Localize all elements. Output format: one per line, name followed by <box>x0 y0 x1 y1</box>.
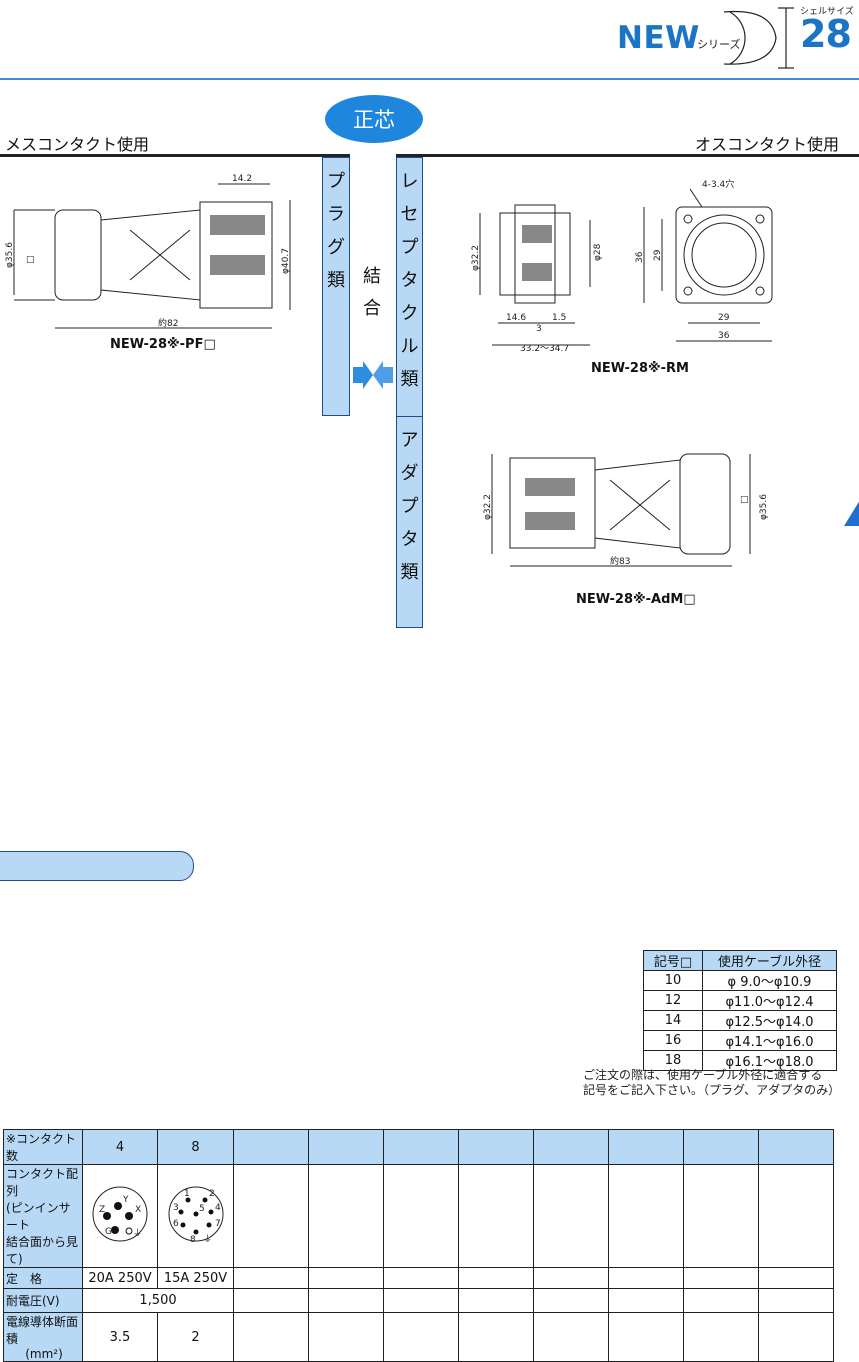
svg-text:G: G <box>105 1227 112 1237</box>
svg-text:14.2: 14.2 <box>232 174 252 184</box>
adapter-column: アダ プタ 類 <box>396 416 423 628</box>
series-title: NEW <box>617 20 700 56</box>
center-badge: 正芯 <box>325 95 423 143</box>
svg-text:⏚: ⏚ <box>133 1228 142 1239</box>
svg-text:7: 7 <box>215 1219 221 1229</box>
svg-text:□: □ <box>740 495 749 505</box>
svg-text:29: 29 <box>653 249 663 261</box>
contact-layout-4-icon: Y Z X G ⏚ <box>92 1186 148 1242</box>
spec-table: ※コンタクト数 4 8 コンタクト配列 (ピンインサート 結合面から見て) Y … <box>3 1129 834 1362</box>
svg-text:⏚: ⏚ <box>203 1234 212 1245</box>
svg-text:φ32.2: φ32.2 <box>483 494 493 520</box>
header-rule <box>0 78 859 80</box>
svg-text:φ28: φ28 <box>593 243 603 261</box>
svg-text:φ40.7: φ40.7 <box>281 248 291 274</box>
contact-layout-label: コンタクト配列 (ピンインサート 結合面から見て) <box>3 1164 83 1268</box>
section-heading-pill <box>0 851 194 881</box>
svg-text:Z: Z <box>99 1205 105 1215</box>
contact-count-label: ※コンタクト数 <box>3 1129 83 1165</box>
shell-size-number: 28 <box>800 12 852 56</box>
svg-text:約83: 約83 <box>610 555 630 567</box>
svg-text:6: 6 <box>173 1219 179 1229</box>
cable-header-code: 記号□ <box>643 950 703 971</box>
divider-right <box>396 154 859 157</box>
contact-layout-8-icon: 1 2 3 4 5 6 7 8 ⏚ <box>168 1186 223 1245</box>
svg-text:4: 4 <box>215 1203 221 1213</box>
svg-text:約82: 約82 <box>158 317 178 329</box>
svg-text:36: 36 <box>718 331 730 341</box>
order-note: ご注文の際は、使用ケーブル外径に適合する 記号をご記入下さい。（プラグ、アダプタ… <box>583 1068 841 1097</box>
adapter-drawing: φ32.2 □ φ35.6 約83 <box>483 453 769 567</box>
shell-size-label: シェルサイズ <box>800 7 854 17</box>
svg-text:14.6: 14.6 <box>506 313 526 323</box>
voltage-label: 耐電圧(V) <box>3 1288 83 1313</box>
svg-text:4-3.4穴: 4-3.4穴 <box>702 178 734 190</box>
caption-male-contact: オスコンタクト使用 <box>694 135 839 154</box>
cable-header-diameter: 使用ケーブル外径 <box>702 950 837 971</box>
svg-text:1.5: 1.5 <box>552 313 566 323</box>
svg-text:5: 5 <box>199 1204 205 1214</box>
receptacle-column: レセ プタ クル 類 <box>396 157 423 417</box>
coupling-label: 結合 <box>363 266 381 319</box>
svg-text:φ35.6: φ35.6 <box>5 242 15 268</box>
svg-text:φ32.2: φ32.2 <box>471 245 481 271</box>
svg-text:2: 2 <box>209 1189 215 1199</box>
svg-text:X: X <box>135 1205 141 1215</box>
svg-text:29: 29 <box>718 313 730 323</box>
adapter-model: NEW-28※-AdM□ <box>576 592 696 607</box>
svg-text:φ35.6: φ35.6 <box>759 494 769 520</box>
plug-column: プラ グ類 <box>322 157 350 416</box>
svg-text:33.2～34.7: 33.2～34.7 <box>520 344 569 354</box>
svg-text:36: 36 <box>635 251 645 263</box>
svg-text:1: 1 <box>184 1189 190 1199</box>
plug-drawing: 14.2 φ35.6 □ φ40.7 約82 <box>5 174 291 329</box>
plug-model: NEW-28※-PF□ <box>110 337 216 352</box>
caption-female-contact: メスコンタクト使用 <box>5 135 150 154</box>
svg-text:3: 3 <box>536 324 542 334</box>
svg-text:□: □ <box>26 255 35 265</box>
flange-drawing: 4-3.4穴 36 29 29 36 <box>635 178 773 342</box>
svg-text:3: 3 <box>173 1203 179 1213</box>
conductor-area-label: 電線導体断面積 (mm²) <box>3 1312 83 1362</box>
rating-label: 定 格 <box>3 1267 83 1289</box>
svg-text:8: 8 <box>190 1235 196 1245</box>
coupling-arrows-icon <box>353 361 393 389</box>
series-suffix: シリーズ <box>697 38 741 51</box>
receptacle-drawing: φ32.2 φ28 14.6 1.5 3 33.2～34.7 <box>471 204 603 354</box>
receptacle-model: NEW-28※-RM <box>591 361 689 376</box>
divider-left <box>0 154 350 157</box>
header-bracket-icon <box>723 7 794 69</box>
page-edge-marker <box>844 500 859 526</box>
svg-text:Y: Y <box>122 1195 129 1205</box>
